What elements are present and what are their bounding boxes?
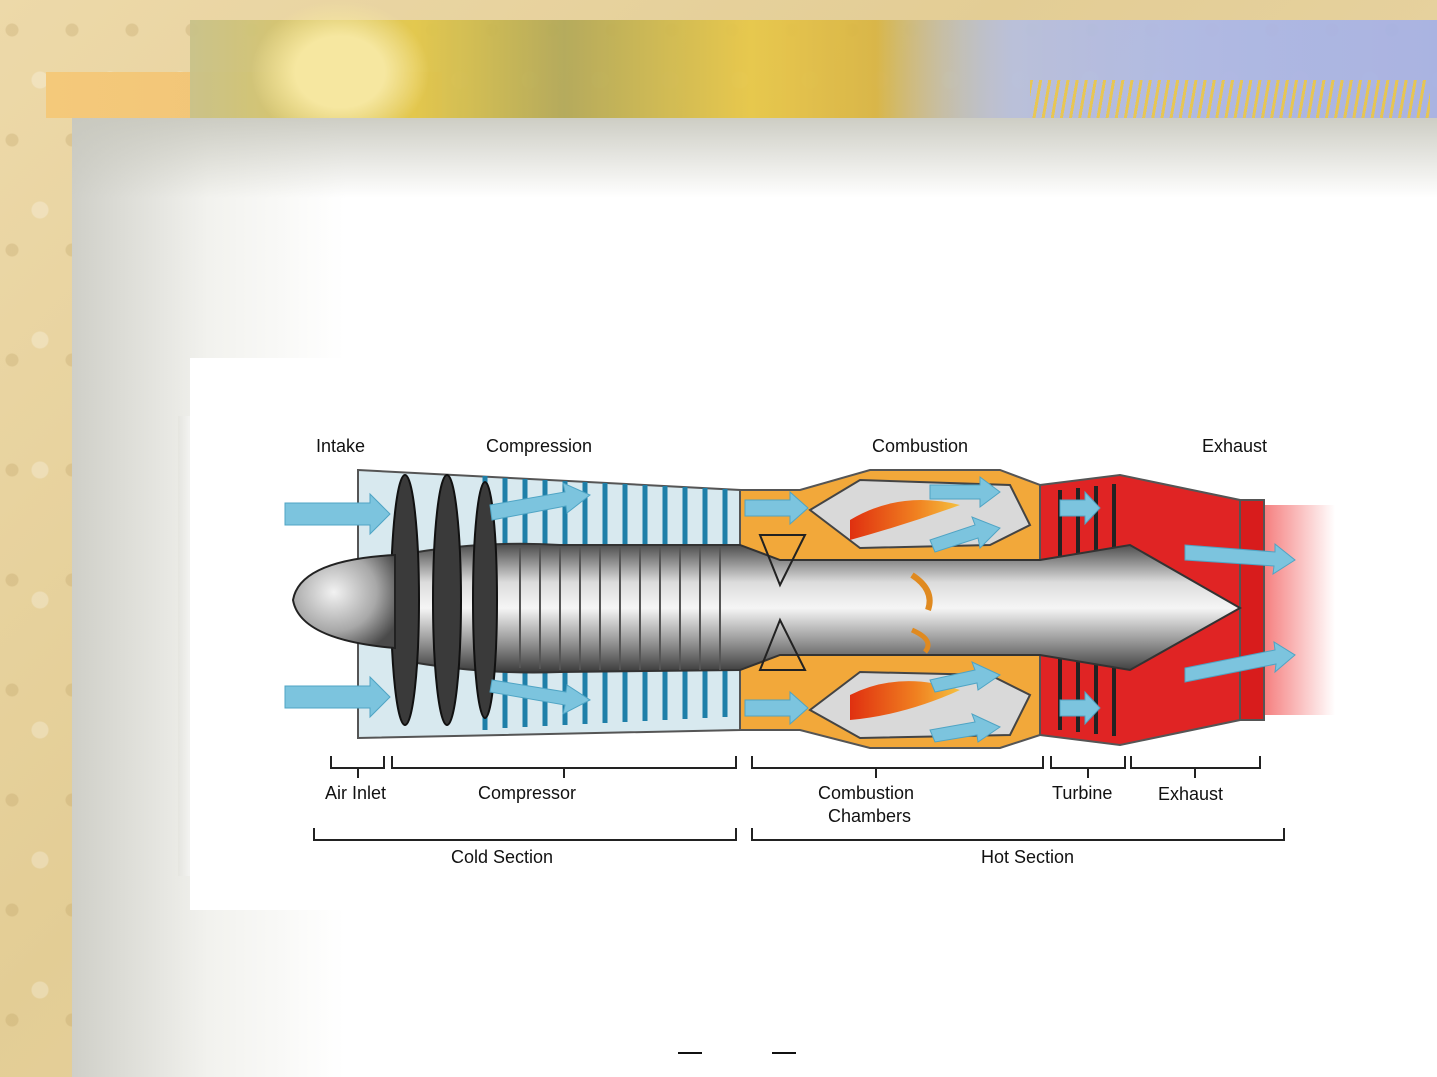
exhaust-nozzle xyxy=(1240,500,1264,720)
label-turbine: Turbine xyxy=(1052,783,1112,803)
label-air-inlet: Air Inlet xyxy=(325,783,386,803)
label-cold-section: Cold Section xyxy=(451,847,553,867)
footer-mark-left xyxy=(678,1052,702,1054)
label-compression: Compression xyxy=(486,436,592,456)
fan-stages xyxy=(391,475,497,725)
label-combustion-chambers-line1: Combustion xyxy=(818,783,914,803)
engine-core xyxy=(400,544,1240,673)
label-combustion: Combustion xyxy=(872,436,968,456)
footer-mark-right xyxy=(772,1052,796,1054)
label-combustion-chambers-line2: Chambers xyxy=(828,806,911,826)
section-brackets xyxy=(314,756,1284,840)
nose-spinner xyxy=(293,555,395,648)
label-compressor: Compressor xyxy=(478,783,576,803)
label-exhaust-top: Exhaust xyxy=(1202,436,1267,456)
label-exhaust-bottom: Exhaust xyxy=(1158,784,1223,804)
label-intake: Intake xyxy=(316,436,365,456)
label-hot-section: Hot Section xyxy=(981,847,1074,867)
